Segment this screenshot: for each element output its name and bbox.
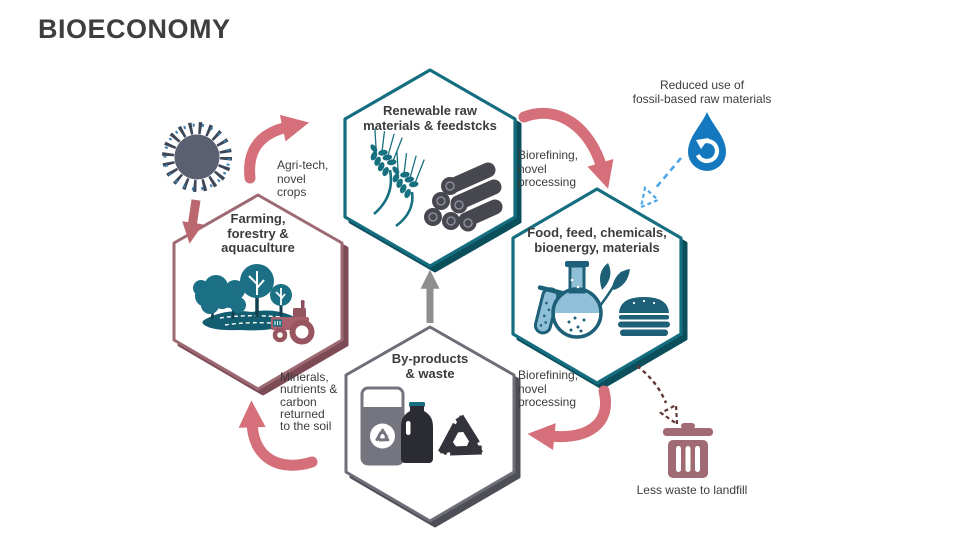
label-reduced-fossil: Reduced use of fossil-based raw material… <box>632 78 772 106</box>
arrow-farming-to-renewable <box>244 114 310 184</box>
sun-icon <box>162 122 232 192</box>
waste-bin-icon <box>360 386 405 466</box>
label-biorefining-top: Biorefining, novel processing <box>518 148 579 190</box>
hex-label-farming: Farming, forestry & aquaculture <box>221 211 295 256</box>
arrow-renewable-to-food <box>518 107 614 189</box>
hex-label-renewable: Renewable raw materials & feedstcks <box>363 103 497 133</box>
flask-icon <box>551 261 603 339</box>
water-drop-recycle-icon <box>688 112 726 171</box>
wheat-icon <box>355 118 439 228</box>
trash-can-icon <box>663 423 713 478</box>
logs-icon <box>424 162 503 232</box>
label-less-waste: Less waste to landfill <box>636 483 748 497</box>
page-title: BIOECONOMY <box>38 14 231 44</box>
tractor-icon <box>271 300 315 345</box>
label-biorefining-bottom: Biorefining, novel processing <box>518 368 579 410</box>
hex-label-food: Food, feed, chemicals, bioenergy, materi… <box>527 225 667 255</box>
dashed-arrow-to-landfill <box>636 365 679 427</box>
burger-icon <box>618 297 670 336</box>
trees-icon <box>193 264 292 320</box>
dashed-arrow-to-food <box>639 157 682 209</box>
arrow-food-to-byproducts <box>527 385 611 450</box>
arrow-byproducts-to-farming <box>238 400 318 471</box>
bottle-icon <box>401 402 433 463</box>
hex-label-byproducts: By-products & waste <box>391 351 469 381</box>
label-minerals: Minerals, nutrients & carbon returned to… <box>280 370 338 434</box>
arrow-sun-to-farming <box>182 199 204 244</box>
test-tube-icon <box>533 285 566 335</box>
leaves-icon <box>598 263 630 307</box>
label-agritech: Agri-tech, novel crops <box>277 158 329 200</box>
